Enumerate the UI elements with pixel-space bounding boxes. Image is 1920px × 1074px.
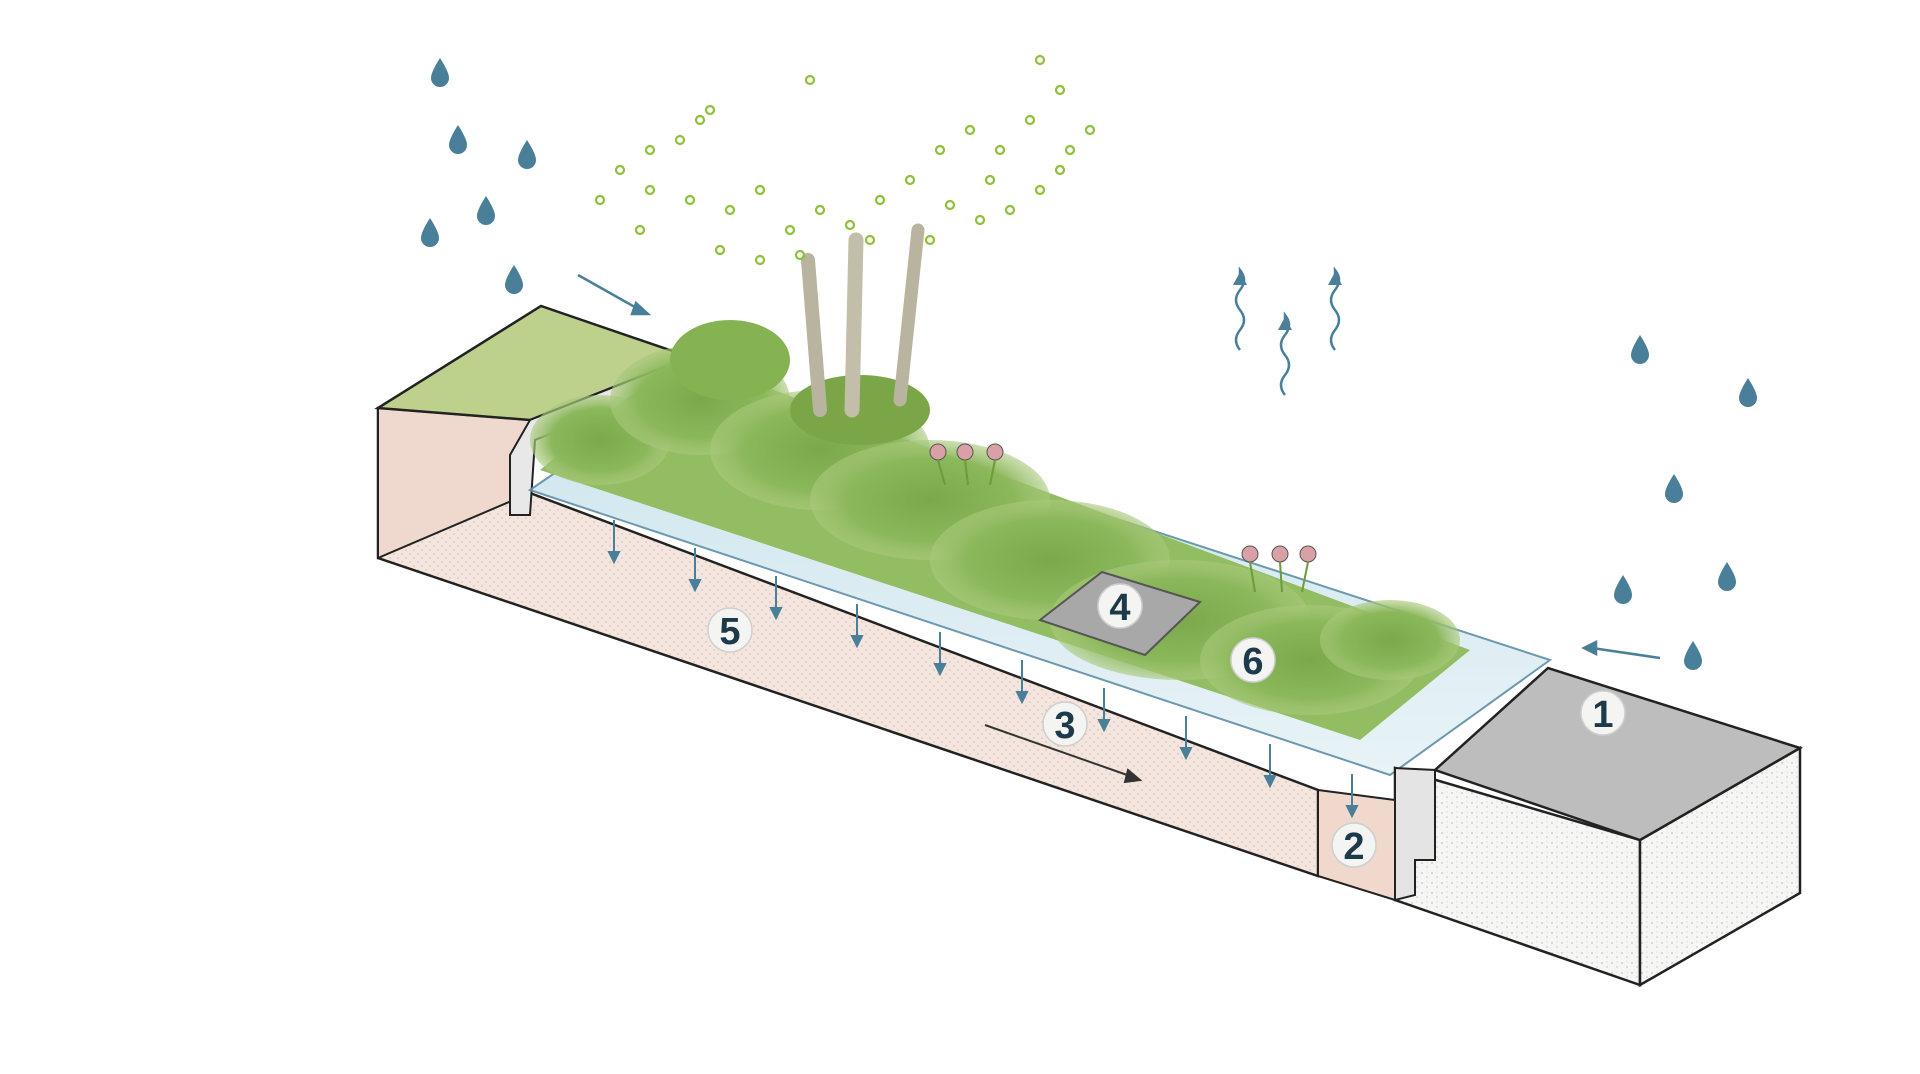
- marker-6-label: 6: [1242, 641, 1263, 683]
- marker-1: 1: [1580, 690, 1626, 736]
- rain-drops: [421, 58, 1757, 670]
- evaporation-arrow-icon: [1233, 266, 1247, 351]
- marker-4: 4: [1097, 583, 1143, 629]
- marker-3-label: 3: [1054, 705, 1075, 747]
- flower-icon: [1241, 545, 1317, 593]
- raindrop-icon: [1684, 641, 1702, 670]
- raindrop-icon: [505, 265, 523, 294]
- marker-2-label: 2: [1343, 826, 1364, 868]
- marker-5: 5: [707, 607, 753, 653]
- evaporation-arrows: [1233, 266, 1342, 396]
- marker-5-label: 5: [719, 611, 740, 653]
- marker-1-label: 1: [1592, 694, 1613, 736]
- raindrop-icon: [421, 218, 439, 247]
- infiltration-arrow-icon: [933, 632, 947, 677]
- raindrop-icon: [477, 196, 495, 225]
- infiltration-arrow-icon: [1179, 716, 1193, 761]
- marker-2: 2: [1331, 822, 1377, 868]
- raindrop-icon: [1631, 335, 1649, 364]
- flower-icon: [929, 443, 1004, 486]
- raindrop-icon: [1718, 562, 1736, 591]
- infiltration-arrow-icon: [1097, 688, 1111, 733]
- raindrop-icon: [1614, 575, 1632, 604]
- raindrop-icon: [1665, 474, 1683, 503]
- infiltration-arrow-icon: [1015, 660, 1029, 705]
- infiltration-arrows: [607, 520, 1359, 819]
- evaporation-arrow-icon: [1278, 311, 1292, 396]
- raindrop-icon: [1739, 378, 1757, 407]
- pavement-top: [1432, 666, 1804, 842]
- inflow-arrow-icon: [1581, 639, 1661, 660]
- pavement-block: [1317, 666, 1804, 988]
- infiltration-arrow-icon: [1345, 774, 1359, 819]
- inflow-arrow-icon: [577, 273, 652, 316]
- infiltration-arrow-icon: [850, 604, 864, 649]
- raindrop-icon: [431, 58, 449, 87]
- planting-bed: [530, 320, 1470, 740]
- tree-icon: [594, 54, 1096, 418]
- marker-6: 6: [1230, 637, 1276, 683]
- infiltration-arrow-icon: [607, 520, 621, 565]
- infiltration-arrow-icon: [1263, 744, 1277, 789]
- infiltration-arrow-icon: [769, 576, 783, 621]
- marker-4-label: 4: [1109, 587, 1130, 629]
- flow-direction-arrow: [984, 724, 1143, 784]
- raindrop-icon: [449, 125, 467, 154]
- infiltration-arrow-icon: [688, 548, 702, 593]
- evaporation-arrow-icon: [1328, 266, 1342, 351]
- marker-3: 3: [1042, 701, 1088, 747]
- raindrop-icon: [518, 140, 536, 169]
